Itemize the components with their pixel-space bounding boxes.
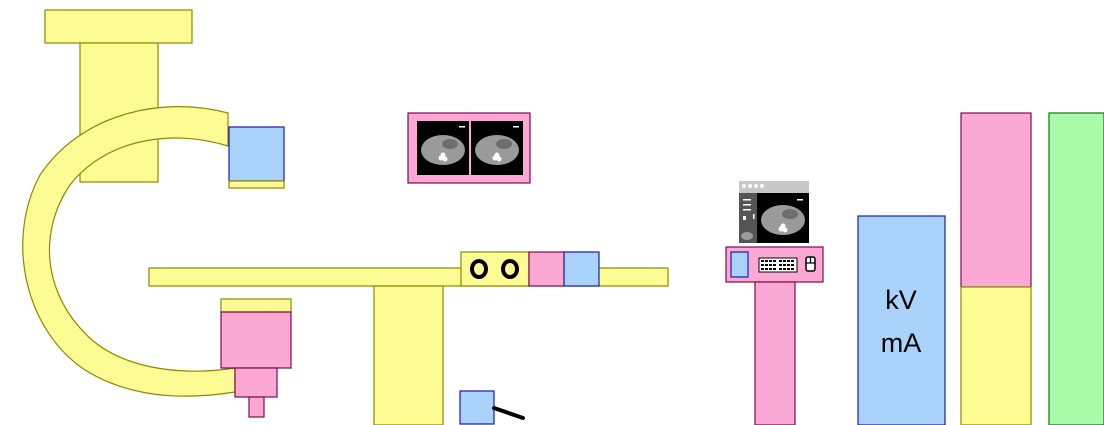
- tube-neck: [235, 368, 277, 397]
- foot-pedal-cable: [494, 408, 523, 418]
- foot-pedal: [460, 391, 494, 424]
- tube-tip: [249, 397, 264, 417]
- keyboard-icon: [759, 258, 797, 272]
- console-stand: [755, 282, 795, 425]
- console-thumbnail: [741, 232, 753, 240]
- tube-housing: [221, 312, 291, 368]
- generator-cabinet: [858, 216, 945, 425]
- c-arm-gantry-icon: [23, 10, 291, 417]
- detector-block: [229, 127, 284, 181]
- detector-base: [229, 181, 284, 188]
- table-pink-module: [529, 252, 564, 286]
- ceiling-mount-plate: [45, 10, 192, 43]
- control-console-icon: [726, 181, 823, 425]
- table-pedestal: [374, 286, 443, 425]
- tube-collimator-cap: [221, 299, 291, 312]
- cabinet-pink-upper: [961, 113, 1031, 287]
- console-blue-button: [731, 252, 748, 277]
- mouse-icon: [806, 257, 815, 271]
- cabinet-yellow-lower: [961, 287, 1031, 425]
- generator-label-ma: mA: [881, 328, 922, 358]
- cabinet-green: [1049, 113, 1104, 425]
- generator-label-kv: kV: [885, 285, 917, 315]
- dual-display-monitor-icon: [408, 113, 530, 183]
- table-blue-module: [564, 252, 599, 286]
- generator-cabinet-icon: kV mA: [858, 113, 1104, 425]
